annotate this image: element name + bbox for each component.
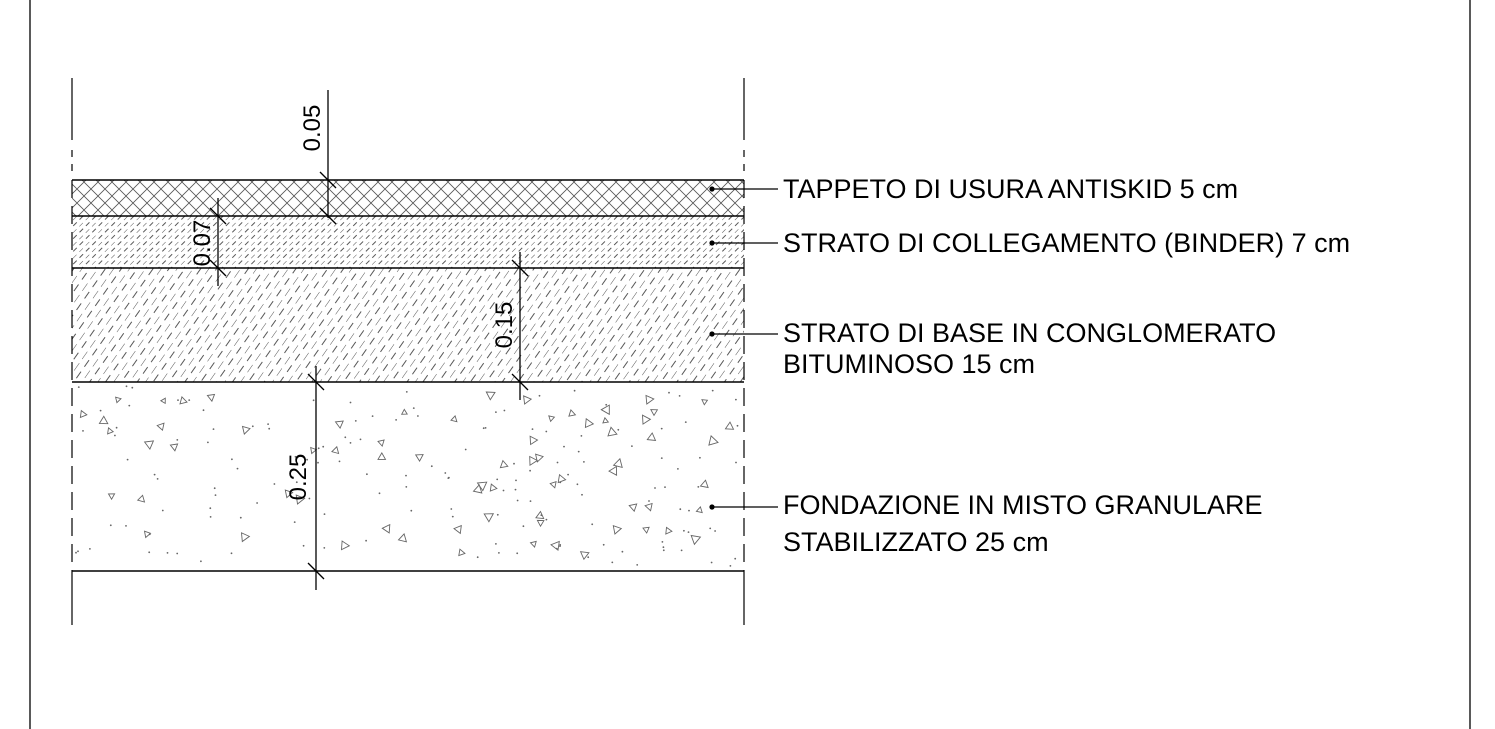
dimension-label-foundation: 0.25: [285, 454, 312, 501]
dimension-binder: [209, 198, 227, 286]
section-edges: [71, 78, 745, 625]
label-base-line1: STRATO DI BASE IN CONGLOMERATO: [783, 318, 1276, 348]
label-foundation-line1: FONDAZIONE IN MISTO GRANULARE: [783, 490, 1263, 520]
leader-base: [709, 331, 778, 337]
dimension-foundation: [307, 366, 325, 590]
label-foundation-line2: STABILIZZATO 25 cm: [783, 527, 1049, 557]
layer-boundaries: [72, 179, 744, 572]
dimension-base: [511, 252, 529, 400]
layer-antiskid-fill: [72, 180, 744, 216]
leader-binder: [709, 240, 778, 246]
layer-foundation-fill: [75, 385, 739, 567]
label-antiskid: TAPPETO DI USURA ANTISKID 5 cm: [783, 174, 1238, 204]
label-base-line2: BITUMINOSO 15 cm: [783, 349, 1035, 379]
label-binder: STRATO DI COLLEGAMENTO (BINDER) 7 cm: [783, 228, 1350, 258]
dimension-label-antiskid: 0.05: [299, 105, 326, 152]
layer-base-fill: [72, 268, 744, 382]
dimension-label-binder: 0.07: [189, 220, 216, 267]
dimension-label-base: 0.15: [491, 302, 518, 349]
layer-binder-fill: [72, 216, 744, 268]
leader-foundation: [709, 504, 778, 510]
dimension-antiskid: [319, 90, 337, 225]
leader-antiskid: [709, 186, 778, 192]
